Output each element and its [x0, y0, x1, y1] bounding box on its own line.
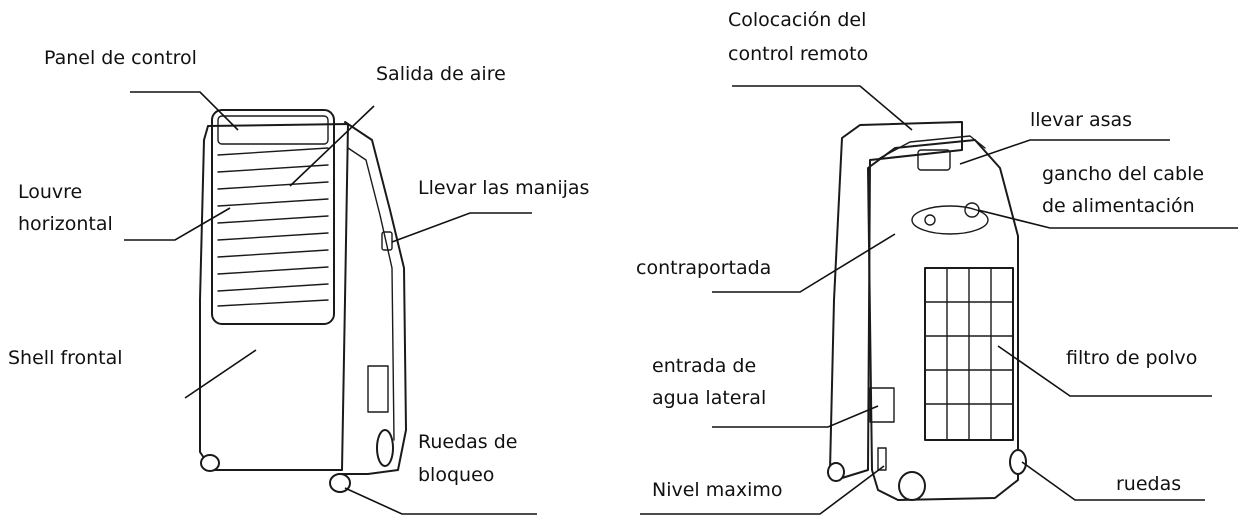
leader-locking-wheels [344, 487, 537, 515]
label-dust-filter: filtro de polvo [1066, 347, 1198, 369]
right-back-cover-panel [829, 121, 963, 479]
left-wheel-front-right [329, 473, 351, 493]
left-side-window [367, 365, 389, 413]
label-side-water-inlet-line2: agua lateral [652, 387, 767, 409]
label-power-cord-hook-line1: gancho del cable [1042, 163, 1205, 185]
leader-back-cover [712, 233, 896, 293]
right-wheel-rear [827, 462, 845, 482]
left-wheel-front-left [200, 454, 220, 472]
left-control-panel-box [217, 115, 329, 145]
label-front-shell: Shell frontal [8, 347, 123, 369]
left-side-handle [381, 231, 393, 251]
label-max-level: Nivel maximo [652, 479, 783, 501]
label-carry-handles-left: Llevar las manijas [418, 177, 590, 199]
left-grill-frame [211, 109, 335, 325]
leader-max-level [640, 465, 885, 515]
right-cord-hook-knob-left [924, 214, 936, 226]
label-locking-wheels-line2: bloqueo [418, 464, 495, 486]
leader-louvre [124, 207, 231, 241]
right-air-cooler-back-view [827, 121, 1027, 501]
right-remote-holder [917, 149, 951, 171]
right-main-body [867, 139, 1019, 501]
left-louvres [217, 147, 329, 307]
label-remote-placement-line2: control remoto [728, 43, 869, 65]
right-wheel-front-left [898, 471, 926, 501]
right-level-window [877, 447, 887, 471]
label-louvre-line1: Louvre [18, 181, 83, 203]
leader-carry-handles-right [959, 139, 1170, 165]
leader-air-outlet [289, 105, 375, 187]
label-louvre-line2: horizontal [18, 213, 113, 235]
leader-carry-handles-left [391, 212, 532, 243]
leader-control-panel [130, 91, 239, 131]
label-back-cover: contraportada [636, 257, 772, 279]
leader-side-water-inlet [712, 405, 879, 428]
leader-power-cord-hook [977, 209, 1238, 229]
left-side-body [341, 121, 407, 475]
left-main-body [199, 123, 349, 471]
label-wheels: ruedas [1116, 473, 1182, 495]
leader-remote-placement [732, 85, 913, 131]
right-top-handle [879, 135, 986, 159]
label-locking-wheels-line1: Ruedas de [418, 431, 518, 453]
label-remote-placement-line1: Colocación del [728, 9, 867, 31]
left-side-inner-edge [347, 147, 395, 441]
leader-front-shell [184, 349, 257, 399]
right-water-inlet [869, 387, 895, 423]
left-wheel-rear [376, 429, 394, 467]
right-dust-filter-grid [924, 267, 1014, 441]
right-cord-hook [911, 205, 989, 235]
label-power-cord-hook-line2: de alimentación [1042, 195, 1195, 217]
label-carry-handles-right: llevar asas [1030, 109, 1133, 131]
leader-dust-filter [997, 345, 1212, 397]
label-air-outlet: Salida de aire [376, 63, 506, 85]
left-air-cooler-front-view [199, 109, 407, 493]
label-control-panel: Panel de control [44, 47, 197, 69]
leader-wheels [1021, 461, 1205, 501]
right-wheel-front-right [1009, 449, 1027, 475]
label-side-water-inlet-line1: entrada de [652, 355, 757, 377]
